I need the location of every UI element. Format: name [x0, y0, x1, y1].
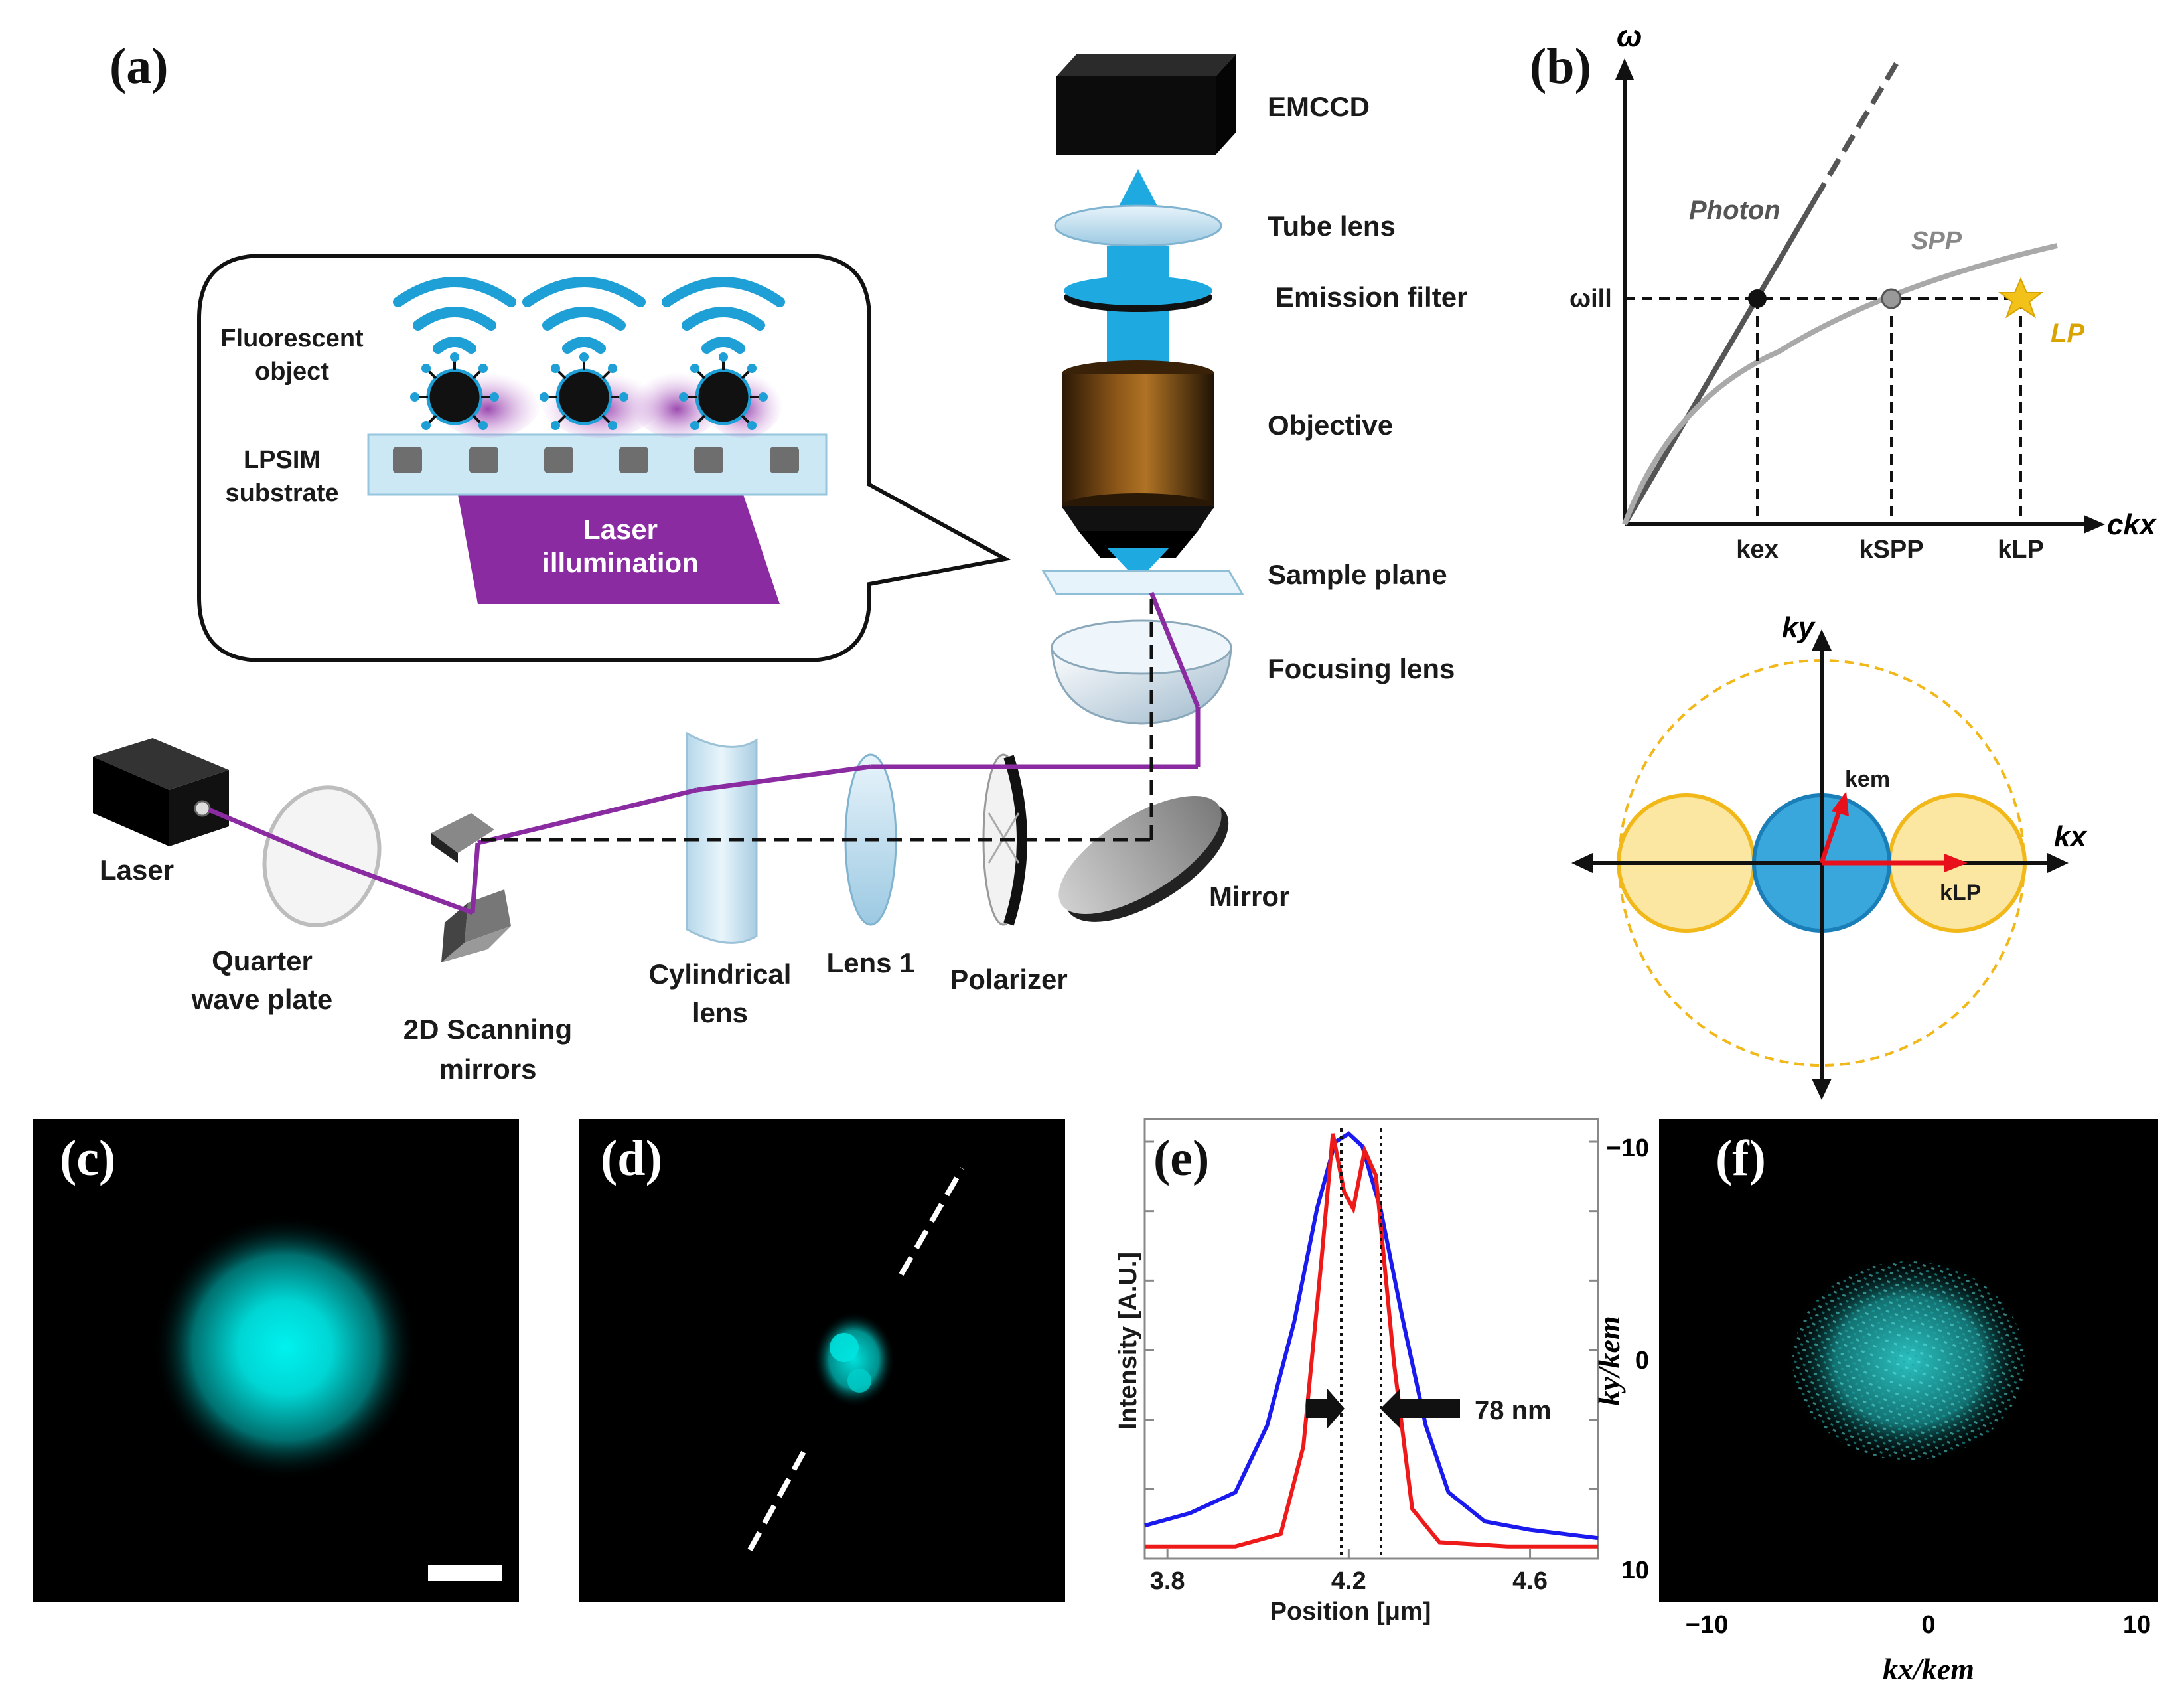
scale-bar	[428, 1565, 502, 1581]
cyl-label-2: lens	[692, 997, 748, 1028]
scan-label-1: 2D Scanning	[403, 1014, 572, 1045]
f-ylabel: ky/kem	[1592, 1316, 1626, 1405]
f-xlabel: kx/kem	[1883, 1652, 1974, 1686]
tick-klp: kLP	[1998, 536, 2044, 564]
emccd-camera	[1056, 54, 1236, 155]
x-tick-label: 3.8	[1150, 1567, 1185, 1595]
line-profile-upper	[899, 1167, 965, 1276]
annotation-78nm: 78 nm	[1475, 1396, 1552, 1425]
photon-label: Photon	[1689, 196, 1781, 225]
ky-label: ky	[1782, 611, 1816, 644]
laser-illum-label-1: Laser	[583, 514, 658, 545]
chart-ylabel: Intensity [A.U.]	[1114, 1252, 1142, 1430]
klp-label: kLP	[1940, 880, 1981, 905]
tube-lens-label: Tube lens	[1268, 210, 1396, 242]
lpsim-substrate	[367, 433, 828, 496]
substrate-label-2: substrate	[225, 479, 338, 507]
panel-label-f: (f)	[1715, 1130, 1766, 1186]
optical-axis	[481, 593, 1153, 842]
panel-label-c: (c)	[60, 1130, 115, 1186]
line-profile-chart: 78 nm (e) Intensity [A.U.] Position [μm]…	[1114, 1118, 1599, 1626]
x-tick-label: 4.2	[1331, 1567, 1366, 1595]
mirror-label: Mirror	[1209, 881, 1289, 912]
series-line-blue	[1144, 1131, 1599, 1541]
laser-illumination-shape	[458, 495, 780, 604]
f-ytick-mid: 0	[1635, 1347, 1649, 1375]
chart-tick-labels: 3.8 4.2 4.6	[1150, 1549, 1548, 1595]
fluor-label-2: object	[255, 358, 329, 386]
panel-label-a: (a)	[109, 38, 169, 94]
tick-kspp: kSPP	[1859, 536, 1923, 564]
k-drop-lines	[1756, 299, 2022, 524]
kspace-axes	[1571, 629, 2069, 1100]
chart-xlabel: Position [μm]	[1270, 1598, 1431, 1626]
f-ytick-top: −10	[1607, 1134, 1649, 1162]
lens1-label: Lens 1	[826, 947, 914, 978]
panel-label-b: (b)	[1530, 38, 1591, 94]
spp-label: SPP	[1911, 227, 1962, 255]
objective	[1062, 360, 1214, 558]
polarizer-label: Polarizer	[950, 964, 1067, 995]
x-tick-label: 4.6	[1512, 1567, 1548, 1595]
kspp-point	[1881, 288, 1902, 309]
psf-blob-c	[153, 1215, 418, 1480]
cyl-label-1: Cylindrical	[649, 959, 792, 990]
lp-star	[1998, 277, 2043, 319]
focusing-lens-label: Focusing lens	[1268, 653, 1455, 684]
emission-filter-label: Emission filter	[1275, 281, 1467, 313]
tick-kex: kex	[1736, 536, 1778, 564]
fluorescent-objects	[393, 277, 785, 430]
omega-axis-label: ω	[1617, 19, 1642, 53]
red-arrows	[1819, 791, 1968, 872]
omega-ill-label: ωill	[1569, 285, 1612, 313]
laser-illum-label-2: illumination	[542, 547, 699, 578]
laser-beam-path	[208, 591, 1201, 915]
panel-f-ticks: −10 0 10 −10 0 10	[1607, 1134, 2151, 1639]
line-profile-lower	[747, 1446, 809, 1551]
mirror	[1058, 795, 1229, 922]
spp-curve	[1622, 243, 2058, 526]
kex-point	[1748, 289, 1767, 308]
focus-cone	[1107, 548, 1169, 581]
substrate-label-1: LPSIM	[244, 446, 321, 474]
objective-label: Objective	[1268, 410, 1393, 441]
scanning-mirrors	[431, 813, 511, 962]
fluor-label-1: Fluorescent	[220, 325, 364, 352]
lp-label: LP	[2051, 319, 2084, 348]
substrate-blocks	[393, 447, 799, 473]
qwp-label-2: wave plate	[191, 984, 332, 1015]
f-ytick-bot: 10	[1621, 1557, 1649, 1584]
sample-plane	[1041, 570, 1244, 595]
panel-label-d: (d)	[601, 1130, 662, 1186]
f-xtick-mid: 0	[1921, 1611, 1935, 1639]
series-line-red	[1145, 1133, 1598, 1549]
arrow-left	[1380, 1389, 1460, 1428]
kem-label: kem	[1845, 767, 1890, 792]
psf-blob-d	[813, 1312, 895, 1407]
panel-label-e: (e)	[1153, 1130, 1209, 1186]
chart-frame	[1143, 1118, 1599, 1560]
ckx-axis-label: ckx	[2107, 508, 2157, 541]
kx-label: kx	[2054, 820, 2087, 853]
f-xtick-right: 10	[2123, 1611, 2151, 1639]
sample-plane-label: Sample plane	[1268, 559, 1447, 590]
emccd-label: EMCCD	[1268, 91, 1370, 122]
f-xtick-left: −10	[1686, 1611, 1728, 1639]
laser-label: Laser	[100, 854, 174, 885]
tube-lens	[1054, 204, 1222, 247]
scan-label-2: mirrors	[439, 1053, 536, 1085]
qwp-label-1: Quarter	[212, 945, 313, 976]
arrow-right	[1306, 1389, 1345, 1428]
chart-ticks	[1145, 1140, 1598, 1560]
laser-source	[93, 738, 229, 846]
photon-line	[1622, 197, 1818, 526]
